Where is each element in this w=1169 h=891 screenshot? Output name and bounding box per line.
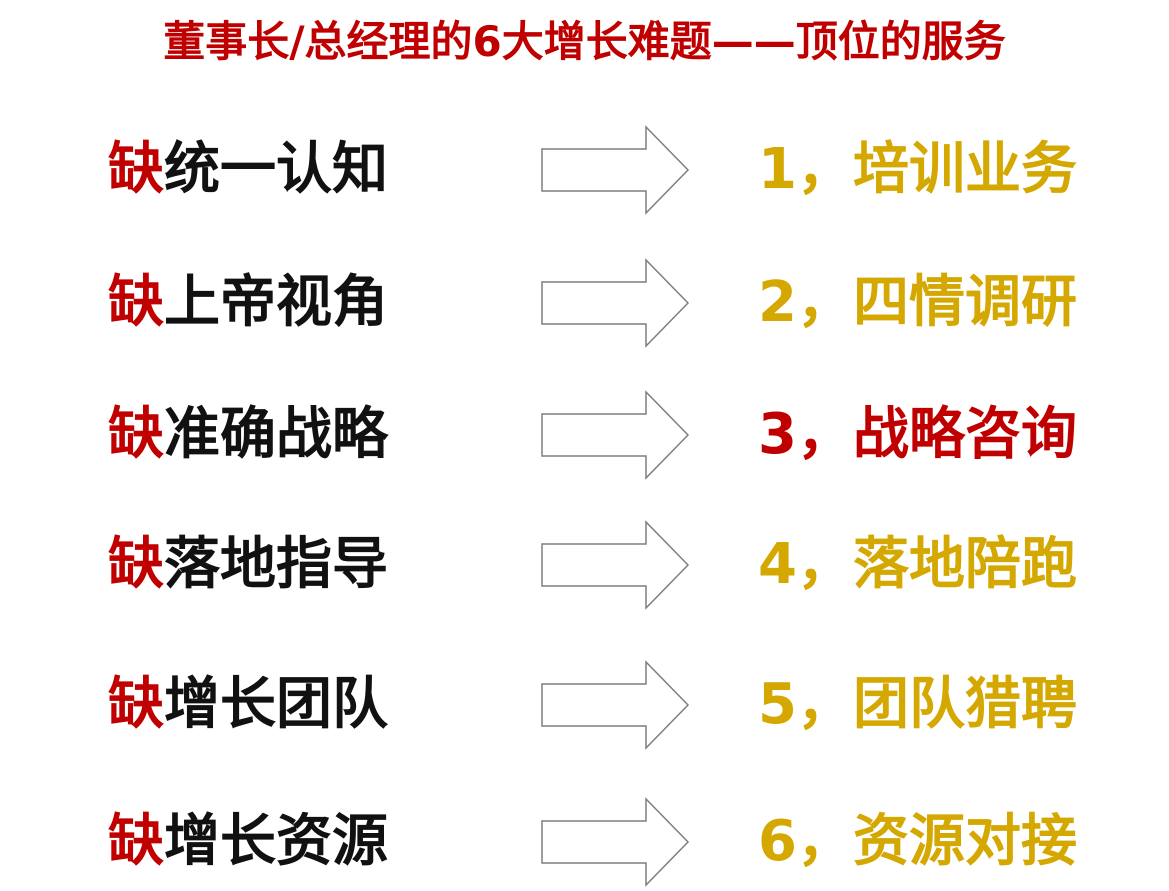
problem-label: 上帝视角 — [164, 270, 388, 335]
problem-text: 缺落地指导 — [108, 520, 388, 610]
problem-row: 缺落地指导 4，落地陪跑 — [0, 520, 1169, 610]
solution-label: 6，资源对接 — [758, 809, 1077, 874]
problem-row: 缺统一认知 1，培训业务 — [0, 125, 1169, 215]
right-arrow-icon — [540, 390, 690, 480]
solution-label: 3，战略咨询 — [758, 402, 1077, 467]
problem-label: 增长资源 — [164, 809, 388, 874]
problem-label: 准确战略 — [164, 402, 388, 467]
solution-label: 2，四情调研 — [758, 270, 1077, 335]
right-arrow-icon — [540, 520, 690, 610]
problem-text: 缺增长资源 — [108, 797, 388, 887]
problem-text: 缺准确战略 — [108, 390, 388, 480]
problem-row: 缺增长团队 5，团队猎聘 — [0, 660, 1169, 750]
problem-prefix: 缺 — [108, 402, 164, 467]
right-arrow-icon — [540, 797, 690, 887]
problem-text: 缺统一认知 — [108, 125, 388, 215]
problem-label: 落地指导 — [164, 532, 388, 597]
right-arrow-icon — [540, 660, 690, 750]
right-arrow-icon — [540, 125, 690, 215]
problem-prefix: 缺 — [108, 532, 164, 597]
problem-label: 统一认知 — [164, 137, 388, 202]
problem-text: 缺增长团队 — [108, 660, 388, 750]
problem-text: 缺上帝视角 — [108, 258, 388, 348]
problem-prefix: 缺 — [108, 672, 164, 737]
solution-label: 4，落地陪跑 — [758, 532, 1077, 597]
solution-label: 5，团队猎聘 — [758, 672, 1077, 737]
problem-prefix: 缺 — [108, 809, 164, 874]
problem-row: 缺准确战略 3，战略咨询 — [0, 390, 1169, 480]
problem-prefix: 缺 — [108, 270, 164, 335]
problem-row: 缺上帝视角 2，四情调研 — [0, 258, 1169, 348]
problem-label: 增长团队 — [164, 672, 388, 737]
right-arrow-icon — [540, 258, 690, 348]
solution-label: 1，培训业务 — [758, 137, 1077, 202]
page-title: 董事长/总经理的6大增长难题——顶位的服务 — [163, 17, 1006, 66]
problem-prefix: 缺 — [108, 137, 164, 202]
problem-row: 缺增长资源 6，资源对接 — [0, 797, 1169, 887]
